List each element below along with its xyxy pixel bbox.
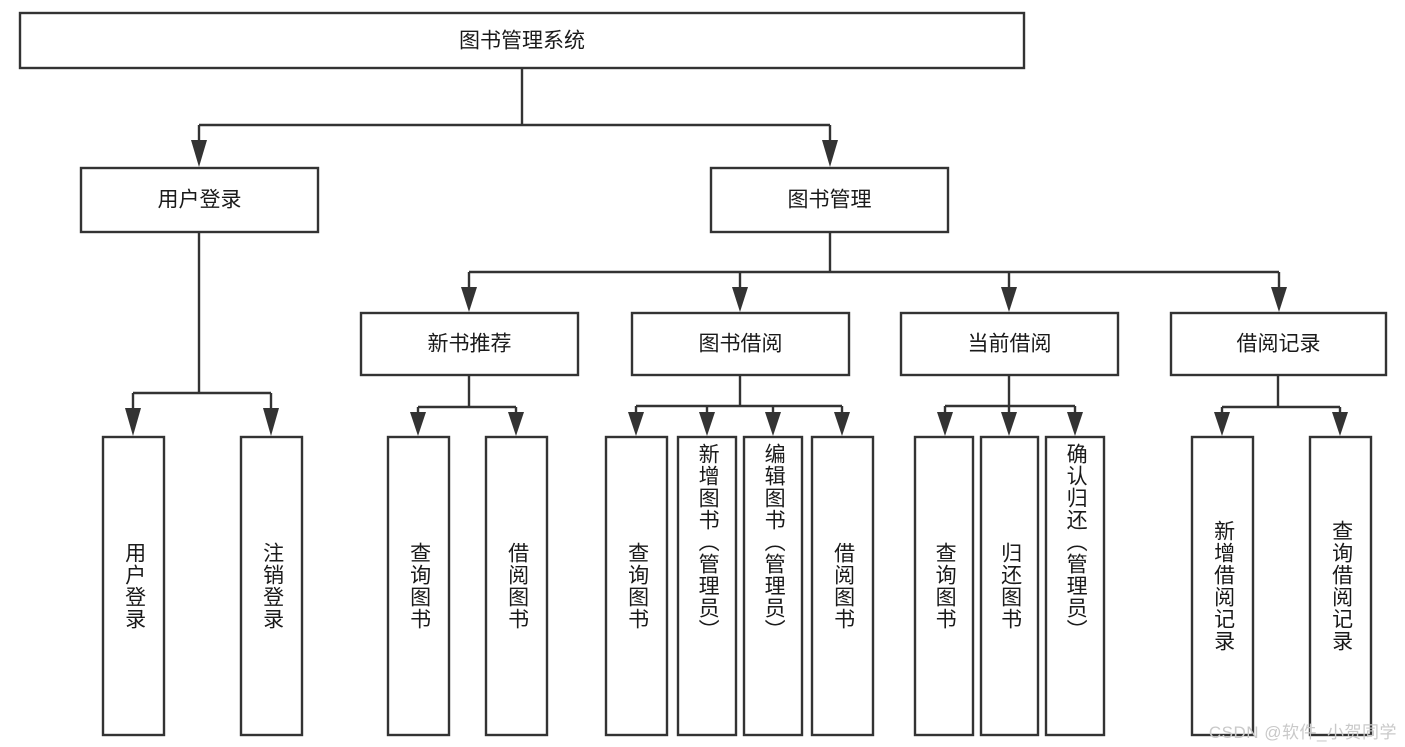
- connector-current-borrow-to-leaves: [937, 375, 1083, 436]
- leaf-box-query-borrow-record[interactable]: [1308, 435, 1373, 737]
- node-new-book-recommend[interactable]: 新书推荐: [359, 311, 580, 377]
- leaf-box-query-book-2[interactable]: [604, 435, 669, 737]
- arrow-head-icon: [1001, 412, 1017, 436]
- node-borrow-record[interactable]: 借阅记录: [1169, 311, 1388, 377]
- node-user-login-label: 用户登录: [158, 189, 242, 212]
- node-current-borrow-label: 当前借阅: [968, 333, 1052, 356]
- arrow-head-icon: [937, 412, 953, 436]
- connector-book-borrow-to-leaves: [628, 375, 850, 436]
- connector-new-book-recommend-to-leaves: [410, 375, 524, 436]
- leaf-box-query-book-3[interactable]: [913, 435, 975, 737]
- leaf-box-user-login[interactable]: [101, 435, 166, 737]
- arrow-head-icon: [508, 412, 524, 436]
- node-book-management-label: 图书管理: [788, 189, 872, 212]
- arrow-head-icon: [834, 412, 850, 436]
- node-user-login[interactable]: 用户登录: [79, 166, 320, 234]
- arrow-head-icon: [263, 408, 279, 436]
- arrow-head-icon: [1067, 412, 1083, 436]
- node-new-book-recommend-label: 新书推荐: [428, 333, 512, 356]
- arrow-head-icon: [1001, 287, 1017, 312]
- connector-borrow-record-to-leaves: [1214, 375, 1348, 436]
- node-root[interactable]: 图书管理系统: [18, 11, 1026, 70]
- arrow-head-icon: [732, 287, 748, 312]
- node-root-label: 图书管理系统: [459, 30, 585, 53]
- node-current-borrow-box: [899, 311, 1120, 377]
- connector-root-to-level2: [191, 68, 838, 167]
- node-book-borrow[interactable]: 图书借阅: [630, 311, 851, 377]
- arrow-head-icon: [1332, 412, 1348, 436]
- leaf-box-query-book-1[interactable]: [386, 435, 451, 737]
- leaf-box-add-book-admin[interactable]: [676, 435, 738, 737]
- leaf-box-add-borrow-record[interactable]: [1190, 435, 1255, 737]
- leaf-box-borrow-book-2[interactable]: [810, 435, 875, 737]
- node-book-management[interactable]: 图书管理: [709, 166, 950, 234]
- node-user-login-box: [79, 166, 320, 234]
- leaf-box-logout[interactable]: [239, 435, 304, 737]
- node-book-borrow-label: 图书借阅: [699, 333, 783, 356]
- arrow-head-icon: [461, 287, 477, 312]
- arrow-head-icon: [628, 412, 644, 436]
- arrow-head-icon: [125, 408, 141, 436]
- node-new-book-recommend-box: [359, 311, 580, 377]
- leaf-box-confirm-return-admin[interactable]: [1044, 435, 1106, 737]
- csdn-watermark: CSDN @软件_小贺同学: [1208, 723, 1397, 742]
- arrow-head-icon: [765, 412, 781, 436]
- node-root-box: [18, 11, 1026, 70]
- leaf-box-return-book[interactable]: [979, 435, 1040, 737]
- arrow-head-icon: [1271, 287, 1287, 312]
- node-current-borrow[interactable]: 当前借阅: [899, 311, 1120, 377]
- arrow-head-icon: [1214, 412, 1230, 436]
- arrow-head-icon: [191, 140, 207, 167]
- arrow-head-icon: [410, 412, 426, 436]
- arrow-head-icon: [822, 140, 838, 167]
- leaf-box-borrow-book-1[interactable]: [484, 435, 549, 737]
- connector-user-login-to-leaves: [125, 232, 279, 436]
- connector-book-management-to-level3: [461, 232, 1287, 312]
- leaf-box-edit-book-admin[interactable]: [742, 435, 804, 737]
- node-borrow-record-label: 借阅记录: [1237, 333, 1321, 356]
- arrow-head-icon: [699, 412, 715, 436]
